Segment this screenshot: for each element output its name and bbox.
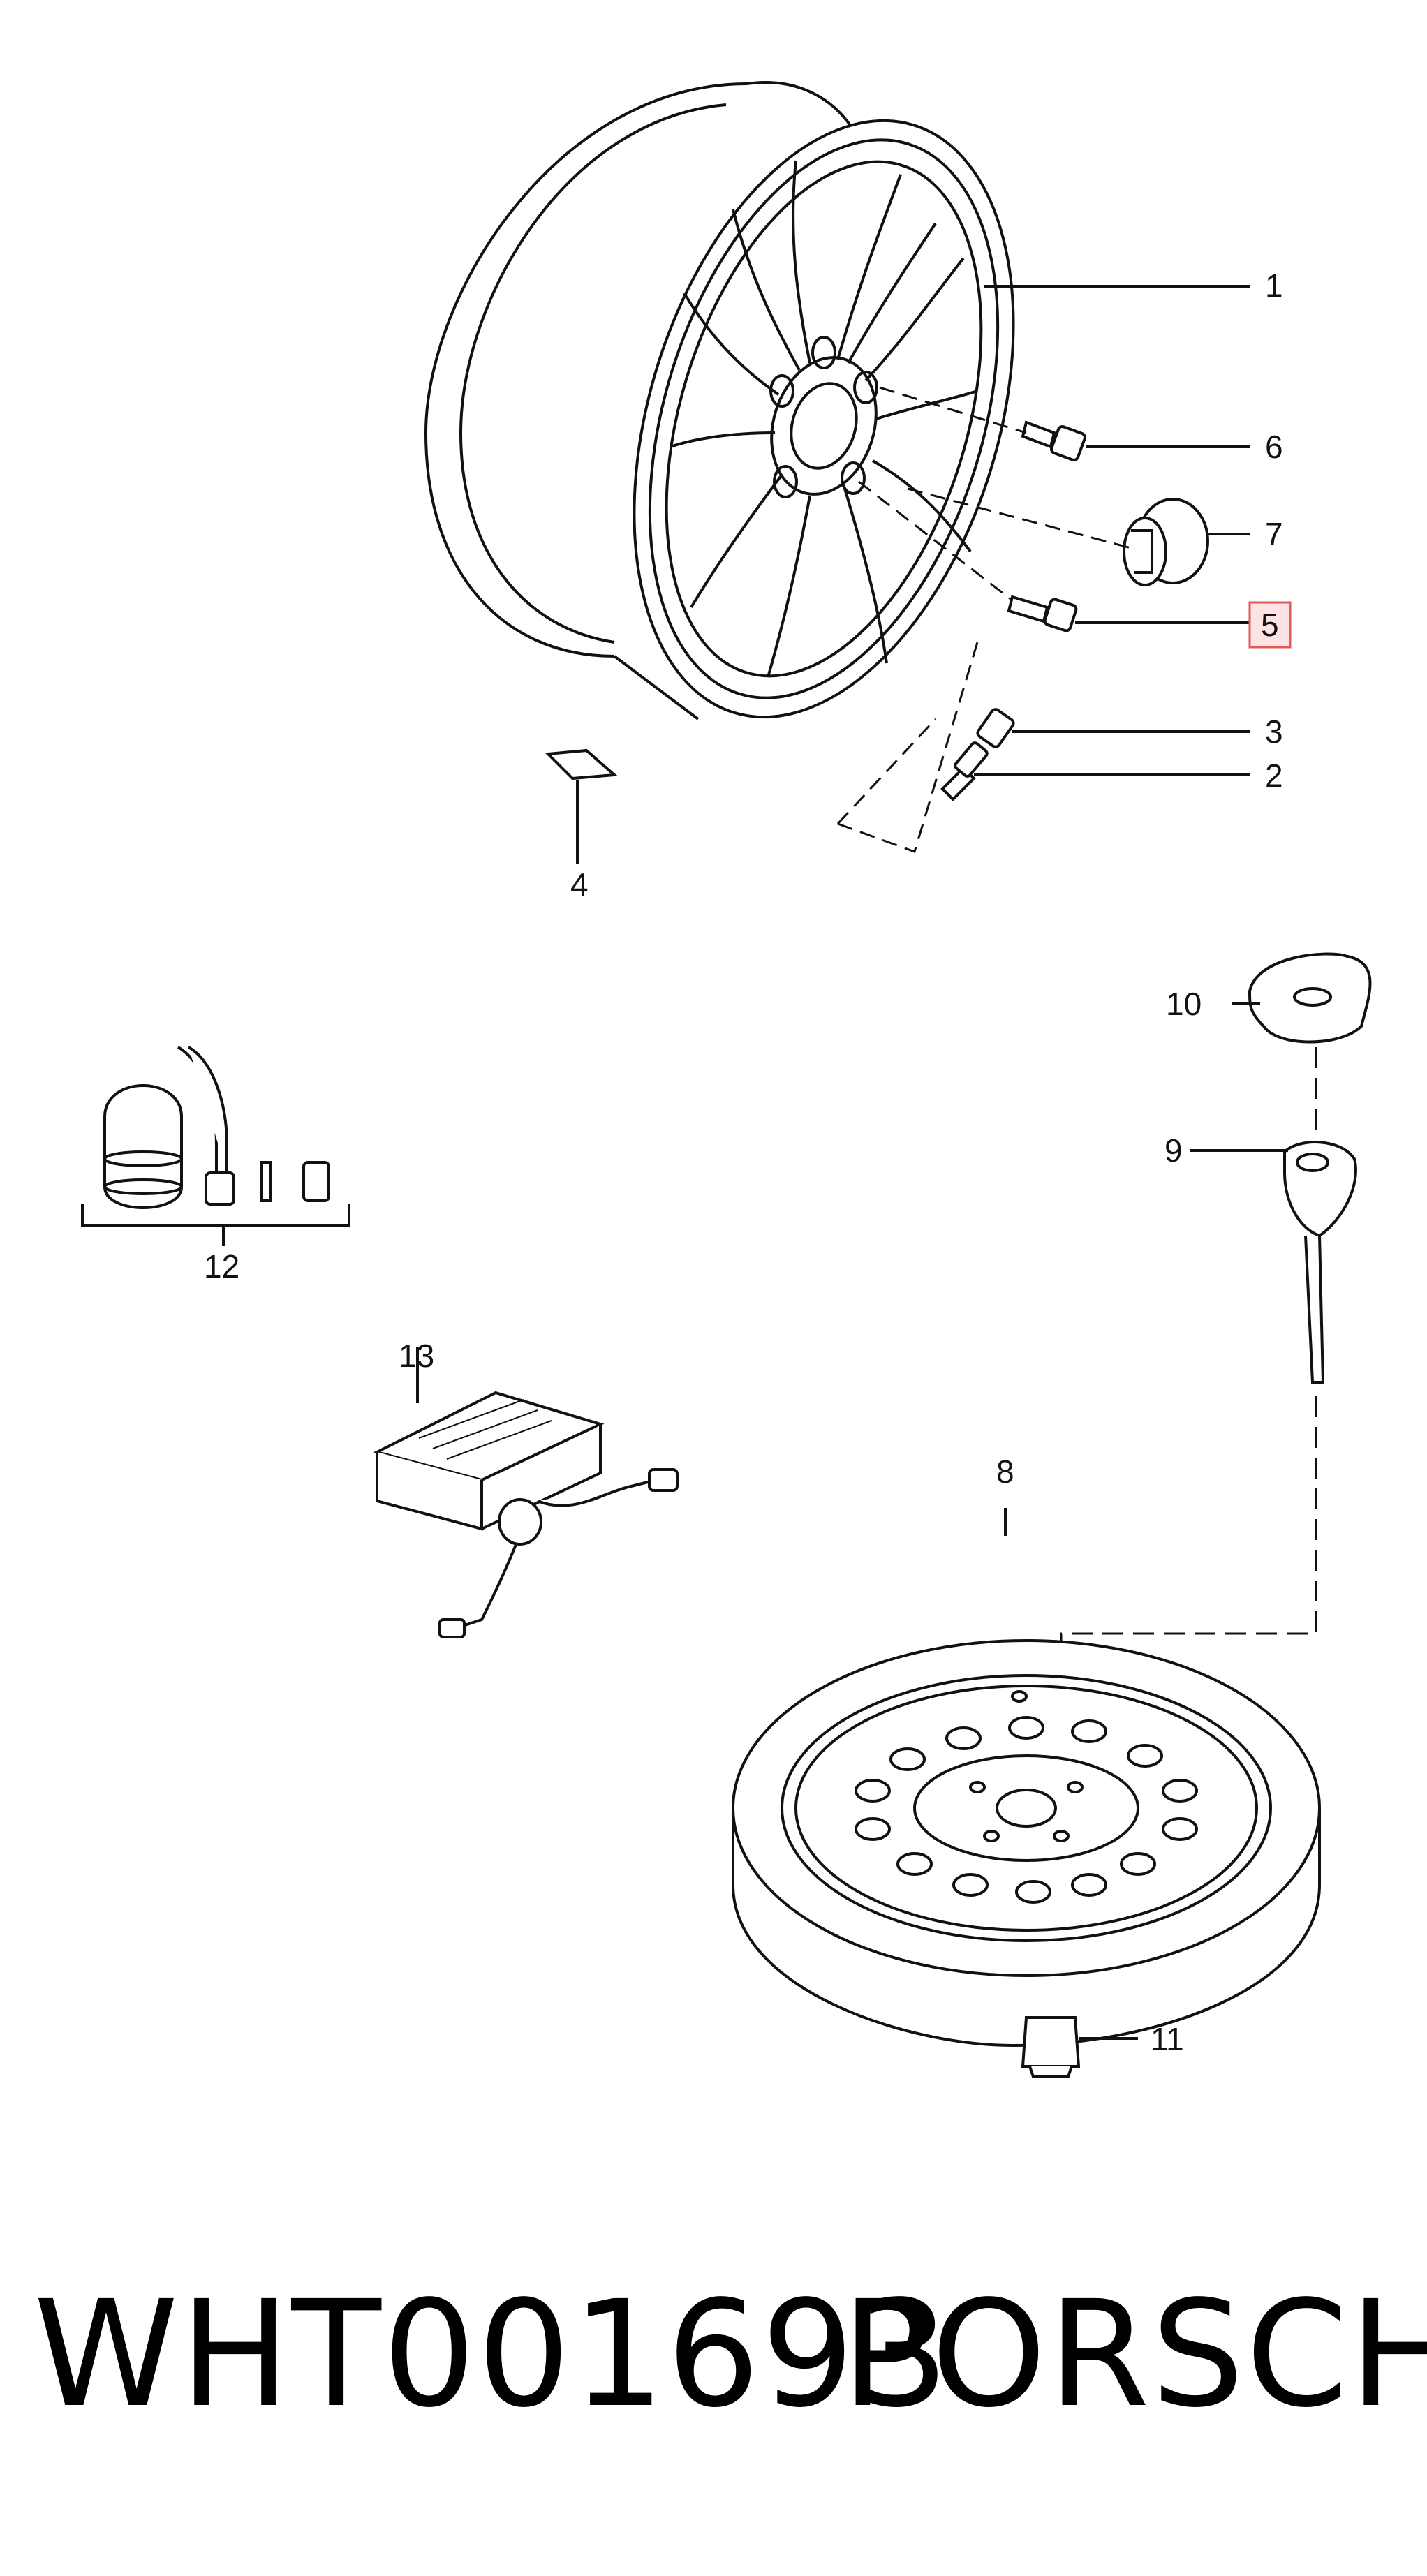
callout-10[interactable]: 10 — [1166, 986, 1202, 1022]
callout-8[interactable]: 8 — [996, 1453, 1014, 1490]
callout-4[interactable]: 4 — [570, 866, 589, 903]
tire-valve[interactable] — [940, 741, 989, 801]
wheel-bolt-highlighted[interactable] — [1007, 595, 1078, 632]
tire-sealant-kit[interactable] — [103, 1046, 330, 1209]
callout-11[interactable]: 11 — [1151, 2021, 1184, 2057]
callout-3[interactable]: 3 — [1265, 713, 1283, 750]
brand-name: PORSCHE — [841, 2269, 1427, 2440]
valve-dashed-bracket — [836, 642, 979, 853]
callout-5-highlight — [1248, 601, 1292, 649]
callout-9[interactable]: 9 — [1164, 1132, 1183, 1169]
part-number: WHT001693 — [34, 2269, 950, 2440]
callout-2[interactable]: 2 — [1265, 757, 1283, 794]
valve-cap[interactable] — [976, 708, 1015, 748]
callout-6[interactable]: 6 — [1265, 429, 1283, 465]
callout-7[interactable]: 7 — [1265, 516, 1283, 552]
spare-wheel-clamp-bolt[interactable] — [1283, 1141, 1357, 1384]
callout-1[interactable]: 1 — [1265, 267, 1283, 304]
alloy-wheel[interactable] — [424, 74, 1081, 764]
callout-5[interactable]: 5 — [1261, 607, 1279, 643]
footer: WHT001693 PORSCHE — [34, 2269, 1427, 2440]
hub-cap[interactable] — [1123, 498, 1209, 586]
spare-wheel[interactable] — [732, 1639, 1321, 2048]
callout-12[interactable]: 12 — [204, 1248, 239, 1285]
rubber-buffer[interactable] — [1021, 2016, 1081, 2078]
callout-13[interactable]: 13 — [399, 1338, 434, 1374]
spare-wheel-wing-nut[interactable] — [1248, 952, 1372, 1044]
kit-12-bracket — [81, 1204, 350, 1246]
wheel-dashed-lines — [858, 386, 1132, 602]
air-compressor[interactable] — [373, 1391, 679, 1638]
callouts: 1 2 3 4 5 6 7 8 9 10 11 12 13 — [204, 267, 1283, 2057]
balance-weight[interactable] — [545, 748, 618, 780]
leader-lines — [416, 285, 1288, 2040]
